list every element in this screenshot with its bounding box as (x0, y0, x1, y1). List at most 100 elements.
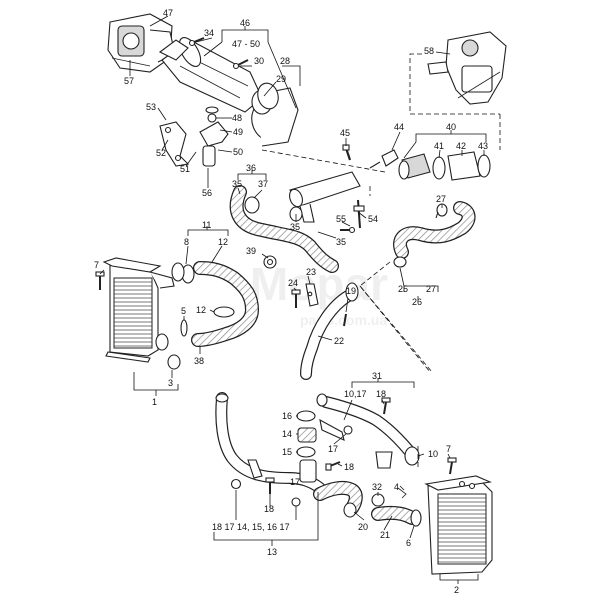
oring-6 (410, 509, 422, 527)
label-39: 39 (246, 246, 256, 256)
label-58: 58 (424, 46, 434, 56)
label-7-left: 7 (94, 260, 99, 270)
bolt-17-right (343, 425, 353, 435)
label-10-17: 10,17 (344, 389, 367, 399)
label-28: 28 (280, 56, 290, 66)
bolt-18-31 (381, 397, 391, 415)
label-19: 19 (346, 286, 356, 296)
label-4-clip: 4 (394, 482, 399, 492)
clamp-20 (343, 502, 357, 518)
pipe-22 (300, 282, 359, 380)
label-35-c: 35 (336, 237, 346, 247)
bolt-7-right (447, 457, 457, 475)
label-35-b: 35 (290, 222, 300, 232)
clamp-43 (477, 154, 491, 178)
bolt-17-lower (291, 497, 301, 507)
label-15: 15 (282, 447, 292, 457)
label-25: 25 (398, 284, 408, 294)
label-35-a: 35 (232, 179, 242, 189)
callout-labels: 47 46 47 - 50 34 57 30 28 29 48 49 50 53… (94, 8, 488, 595)
dashed-guide-58 (409, 53, 500, 115)
nut-17-left (230, 478, 242, 490)
intercooler-left (102, 257, 175, 363)
clip-4 (397, 487, 407, 499)
clamp-39 (263, 255, 277, 269)
bolt-45 (342, 144, 352, 161)
label-23: 23 (306, 267, 316, 277)
label-38: 38 (194, 356, 204, 366)
dashed-guide-throttle (261, 149, 386, 173)
label-12-top: 12 (218, 237, 228, 247)
label-57: 57 (124, 76, 134, 86)
label-30: 30 (254, 56, 264, 66)
oring-29 (257, 82, 279, 110)
label-4: 2 (454, 585, 459, 595)
bracket-14-15-16 (247, 459, 263, 479)
label-26: 26 (412, 297, 422, 307)
oring-3 (167, 354, 181, 370)
hose-lower-32 (313, 480, 363, 518)
label-34: 34 (204, 28, 214, 38)
label-24: 24 (288, 278, 298, 288)
hose-21 (371, 505, 419, 525)
label-53: 53 (146, 102, 156, 112)
dashed-guide-31 (359, 285, 431, 373)
hose-26 (393, 201, 476, 259)
bolt-18-right (325, 461, 341, 471)
leader-lines (99, 15, 487, 584)
hose-36 (229, 185, 339, 273)
bolt-7-left (95, 271, 105, 290)
label-5: 5 (181, 306, 186, 316)
label-42: 42 (456, 141, 466, 151)
label-3: 3 (168, 378, 173, 388)
clamp-25 (393, 256, 407, 268)
oring-8 (171, 262, 195, 284)
label-46: 46 (240, 18, 250, 28)
bracket-54 (340, 199, 365, 234)
label-32: 32 (372, 482, 382, 492)
clamp-27 (435, 203, 448, 219)
label-47-50: 47 - 50 (232, 39, 260, 49)
oring-5 (180, 319, 188, 337)
label-11: 11 (202, 220, 211, 230)
label-50: 50 (233, 147, 243, 157)
label-55: 55 (336, 214, 346, 224)
pipe-31 (316, 393, 416, 458)
label-47: 47 (163, 8, 173, 18)
dashed-guide-26 (359, 261, 433, 373)
label-22: 22 (334, 336, 344, 346)
label-49: 49 (233, 127, 243, 137)
label-13: 13 (267, 547, 277, 557)
bracket-23 (305, 283, 319, 307)
label-52: 52 (156, 148, 166, 158)
label-10: 10 (428, 449, 438, 459)
clamp-37 (244, 196, 260, 214)
pipe-36 (244, 171, 361, 223)
label-21: 21 (380, 530, 390, 540)
label-18-lower: 18 (264, 504, 274, 514)
label-14: 14 (282, 429, 292, 439)
bracket-31 (375, 451, 393, 469)
label-27-b: 27 (426, 284, 436, 294)
stub-pipe-13 (299, 459, 317, 483)
label-27-a: 27 (436, 194, 446, 204)
label-1: 1 (152, 397, 157, 407)
label-18-31: 18 (376, 389, 386, 399)
label-17-lower: 17 (290, 477, 300, 487)
label-18-mid: 18 (344, 462, 354, 472)
clamp-10 (404, 446, 420, 466)
bracket-parts-48-52 (159, 106, 229, 167)
label-51: 51 (180, 164, 190, 174)
label-12-mid: 12 (196, 305, 206, 315)
label-8: 8 (184, 237, 189, 247)
label-29: 29 (276, 74, 286, 84)
label-44: 44 (394, 122, 404, 132)
clamp-15 (296, 446, 316, 458)
sleeve-14 (297, 427, 317, 443)
label-36: 36 (246, 163, 256, 173)
label-16: 16 (282, 411, 292, 421)
actuator-58 (427, 31, 507, 105)
label-bottom-group: 18 17 14, 15, 16 17 (212, 522, 290, 532)
label-6: 6 (406, 538, 411, 548)
